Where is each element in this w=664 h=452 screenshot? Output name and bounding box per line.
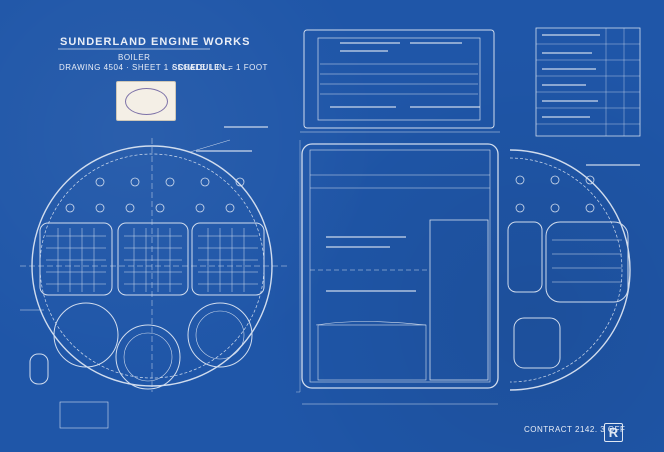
- stamp-oval: [125, 88, 168, 115]
- archive-logo: R: [604, 423, 623, 442]
- schedule: SCHEDULE L.: [172, 63, 231, 72]
- title: SUNDERLAND ENGINE WORKS: [60, 36, 251, 48]
- drawing-number: DRAWING 4504 · SHEET 1 · SCALE 1 IN = 1 …: [59, 63, 268, 72]
- archive-stamp: [116, 81, 176, 121]
- contract-number: CONTRACT 2142. 3 OFF: [524, 425, 626, 434]
- subtitle: BOILER: [118, 53, 151, 62]
